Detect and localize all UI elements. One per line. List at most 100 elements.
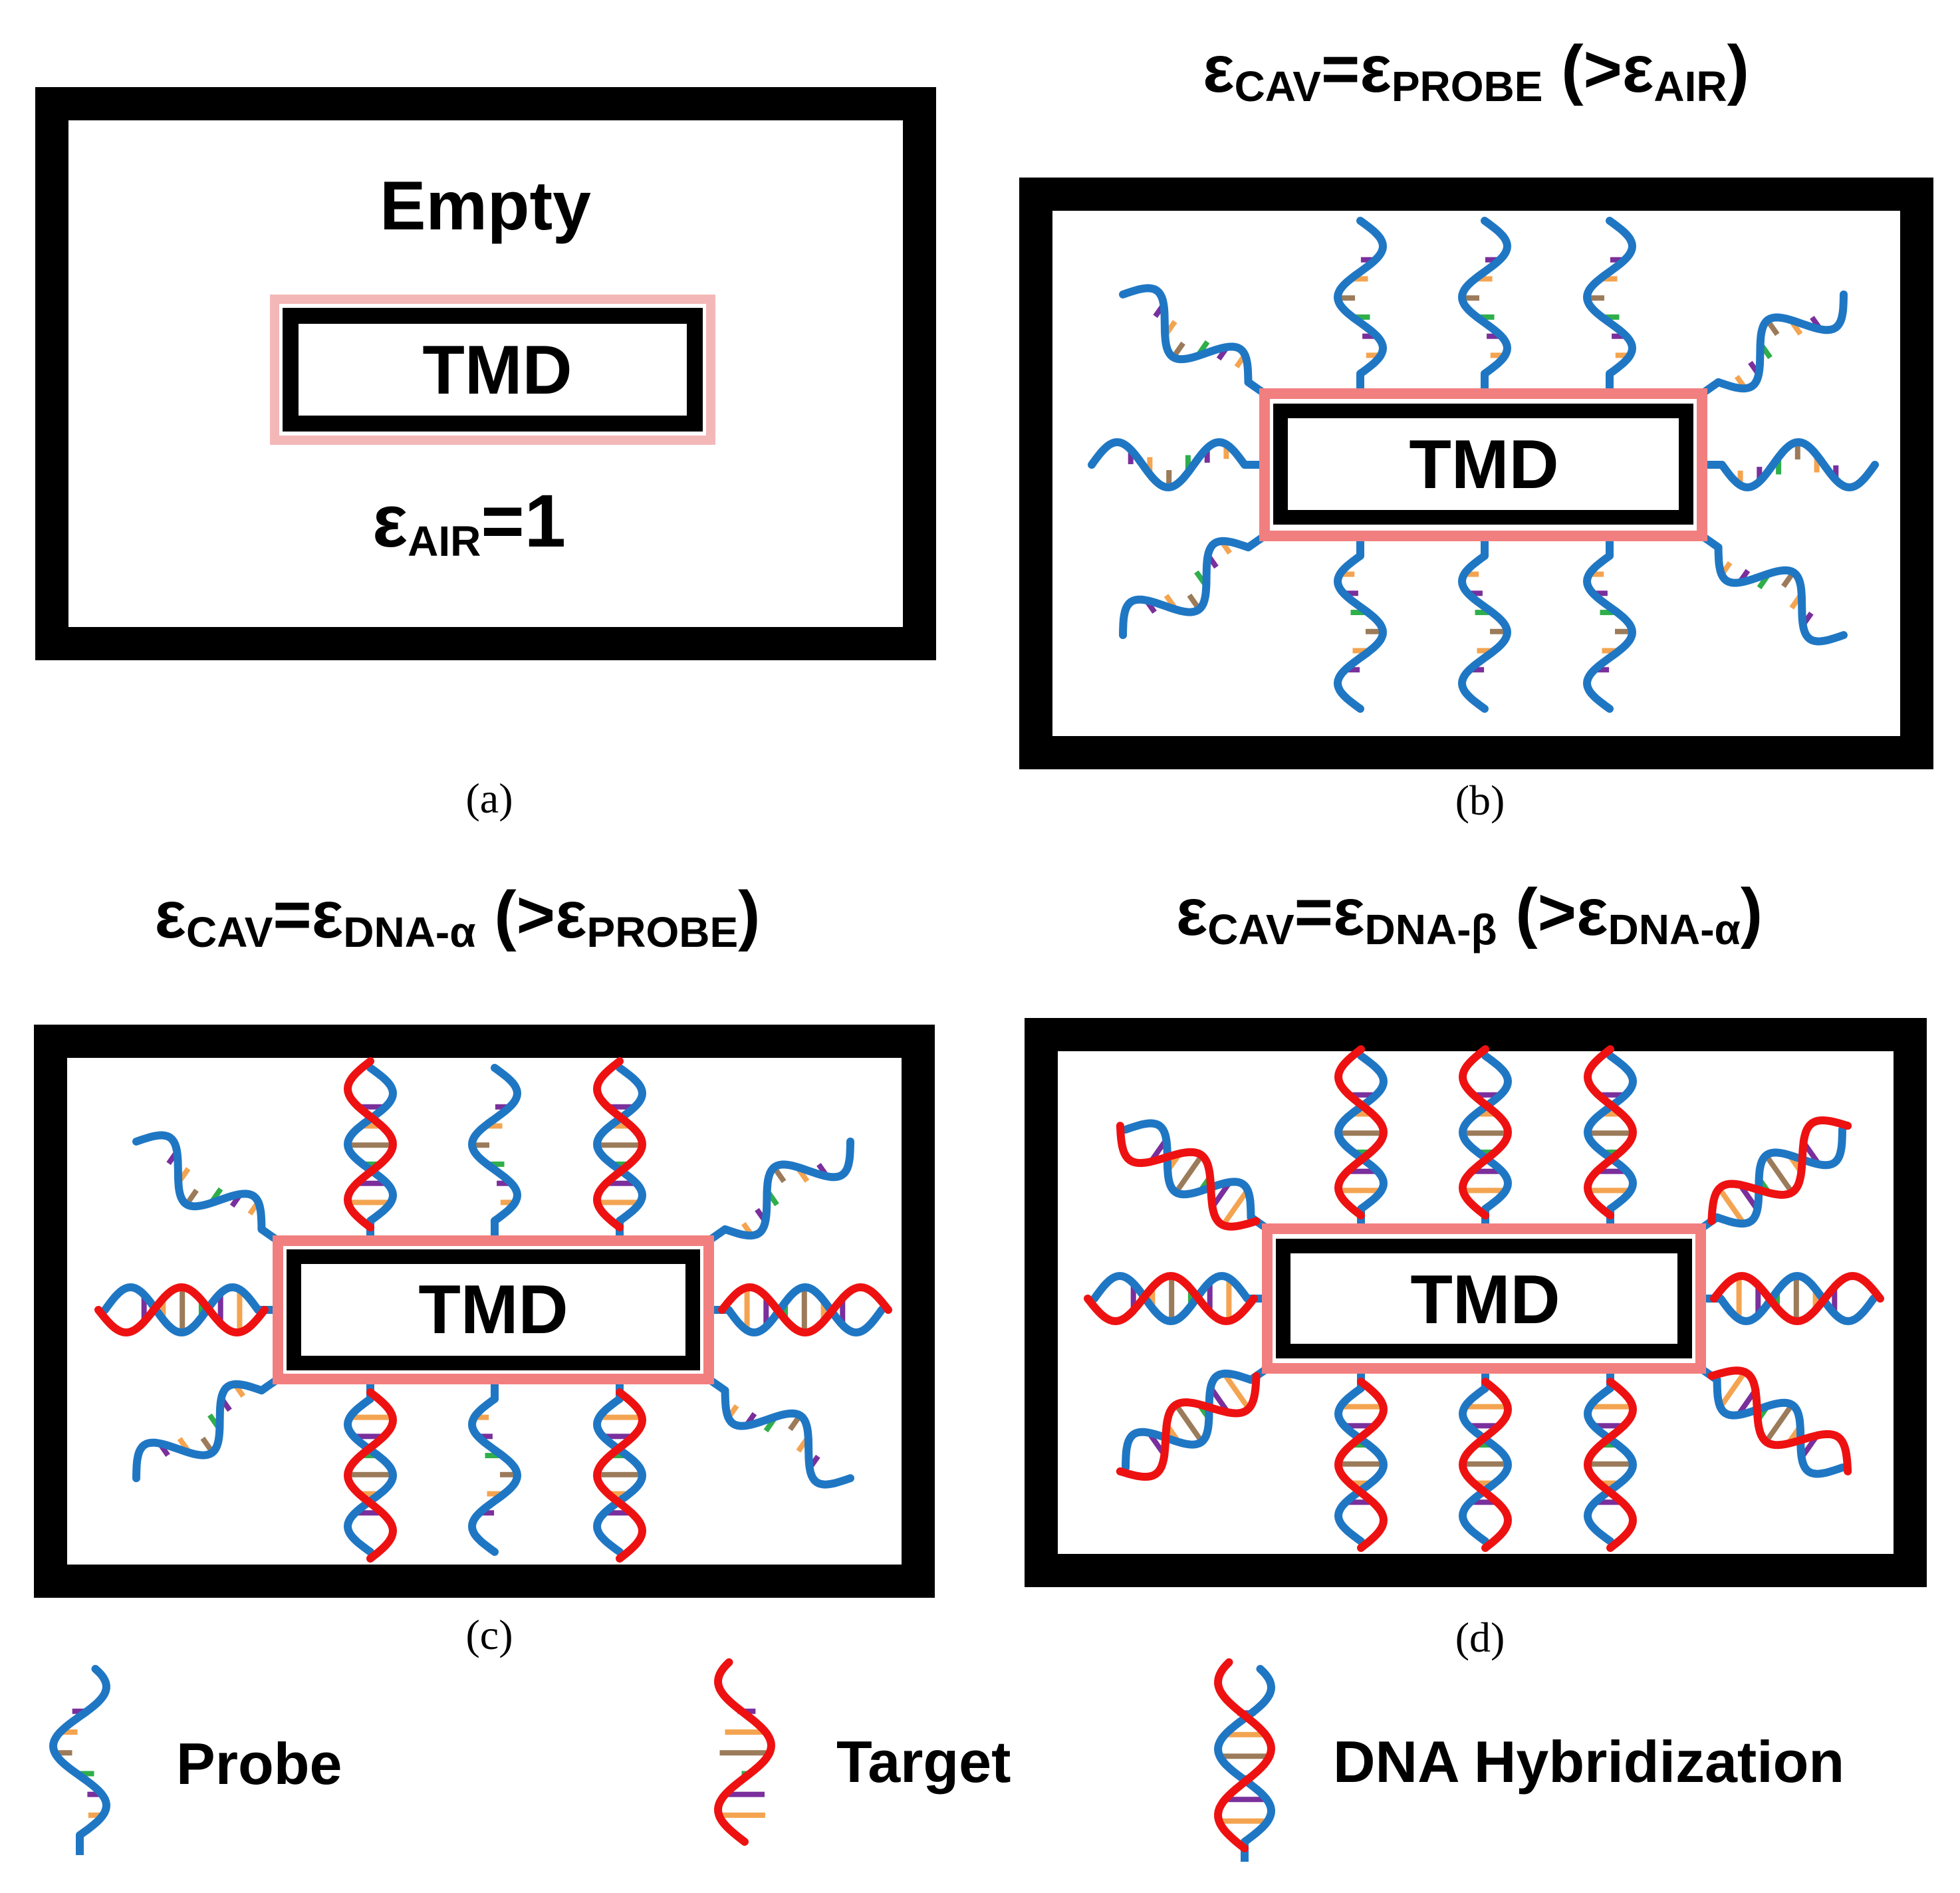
panel-b-strand-top (1457, 217, 1512, 394)
base-pair (801, 1287, 807, 1330)
panel-c-strand-top-right (706, 1137, 854, 1244)
panel-b-tmd-box (1273, 404, 1693, 525)
panel-d: εCAV=εDNA-β (>εDNA-α) TMD (d) (1025, 875, 1927, 1661)
base-pair (604, 1510, 635, 1516)
base-pair (1595, 1092, 1626, 1098)
base-pair (1602, 276, 1618, 282)
base-pair (1474, 1442, 1493, 1448)
panel-a-tmd-label: TMD (422, 332, 572, 409)
base-pair (1226, 1279, 1232, 1319)
panel-c-frame (34, 1025, 935, 1598)
base-pair (485, 1453, 500, 1459)
base-pair (500, 1471, 515, 1477)
base-pair (1612, 333, 1627, 339)
panel-c-caption: (c) (465, 1611, 513, 1658)
target-backbone (1213, 1658, 1276, 1852)
panel-a-tmd-glow (270, 295, 715, 445)
base-pair (495, 1104, 510, 1110)
base-pair (348, 1142, 391, 1148)
base-pair (1465, 1188, 1505, 1194)
base-pair (57, 1750, 72, 1756)
probe-backbone (49, 1665, 111, 1839)
base-pair (353, 1434, 388, 1440)
base-pair (72, 1708, 87, 1714)
probe-backbone (467, 1395, 522, 1556)
panel-a-empty-label: Empty (380, 168, 591, 245)
base-pair (350, 1199, 390, 1205)
probe-backbone (1090, 1271, 1251, 1326)
panel-d-strand-left (1084, 1271, 1267, 1326)
base-pair (1352, 648, 1368, 654)
target-backbone (343, 1057, 398, 1231)
base-pair (608, 1453, 628, 1459)
panel-b-strand-bottom-left (1119, 533, 1267, 640)
base-pair (1464, 571, 1479, 577)
base-pair (1463, 1130, 1506, 1136)
base-pair (1485, 257, 1500, 263)
base-pair (487, 1123, 503, 1129)
probe-backbone (1713, 1125, 1846, 1228)
panel-a-caption: (a) (465, 775, 513, 822)
base-pair (1340, 1461, 1384, 1467)
base-pair (602, 1180, 637, 1186)
probe-backbone (1213, 1665, 1276, 1846)
legend-hybrid-label: DNA Hybridization (1333, 1729, 1844, 1795)
base-pair (610, 1123, 632, 1129)
target-backbone (592, 1388, 647, 1563)
panel-b-tmd-label: TMD (1409, 426, 1558, 503)
base-pair (719, 1750, 767, 1756)
panel-a-epsilon-sub: AIR (408, 517, 481, 565)
panel-b-caption: (b) (1455, 777, 1505, 824)
panel-d-title: εCAV=εDNA-β (>εDNA-α) (1176, 875, 1763, 953)
base-pair (1590, 295, 1604, 301)
panel-d-frame (1025, 1018, 1927, 1587)
base-pair (1470, 1092, 1501, 1098)
panel-b-frame (1019, 178, 1933, 769)
panel-c: εCAV=εDNA-α (>εPROBE) TMD (c) (34, 878, 935, 1658)
target-backbone (1116, 1122, 1261, 1231)
base-pair (362, 1161, 382, 1167)
panel-c-strand-right (709, 1283, 892, 1337)
base-pair (359, 1453, 378, 1459)
panel-b-strand-top (1333, 217, 1388, 394)
probe-backbone (1333, 217, 1388, 378)
panel-b: εCAV=εPROBE (>εAIR) TMD (b) (1019, 32, 1933, 824)
target-backbone (1583, 1045, 1638, 1219)
base-pair (1600, 1111, 1623, 1117)
target-backbone (713, 1658, 776, 1846)
base-pair (1590, 1188, 1630, 1194)
target-backbone (343, 1388, 398, 1563)
target-backbone (1084, 1271, 1258, 1326)
base-pair (725, 1729, 763, 1735)
base-pair (607, 1491, 630, 1497)
base-pair (1172, 341, 1185, 357)
target-backbone (1458, 1045, 1513, 1219)
target-backbone (592, 1057, 647, 1231)
panel-d-strand-bottom (1583, 1368, 1638, 1552)
base-pair (497, 1180, 512, 1186)
probe-backbone (1119, 284, 1253, 386)
panel-c-strand-bottom-right (706, 1376, 854, 1489)
base-pair (487, 1491, 502, 1497)
base-pair (1477, 276, 1493, 282)
base-pair (1477, 648, 1492, 654)
base-pair (1477, 1149, 1497, 1155)
panel-c-strand-bottom (592, 1379, 647, 1563)
panel-c-strand-bottom (343, 1379, 398, 1563)
base-pair (1736, 1278, 1742, 1318)
base-pair (1610, 257, 1625, 263)
panel-b-title: εCAV=εPROBE (>εAIR) (1203, 32, 1749, 110)
base-pair (1589, 571, 1604, 577)
panel-b-strand-bottom (1582, 536, 1637, 713)
base-pair (1466, 1404, 1506, 1410)
base-pair (1350, 610, 1366, 616)
panel-d-strand-bottom (1458, 1368, 1513, 1552)
base-pair (1348, 1480, 1371, 1486)
probe-backbone (467, 1064, 522, 1225)
base-pair (744, 1289, 750, 1329)
probe-backbone (132, 1380, 266, 1483)
panel-a: Empty TMD εAIR=1 (a) (35, 87, 936, 822)
base-pair (1222, 1797, 1265, 1803)
base-pair (474, 1414, 489, 1420)
base-pair (597, 1142, 640, 1148)
